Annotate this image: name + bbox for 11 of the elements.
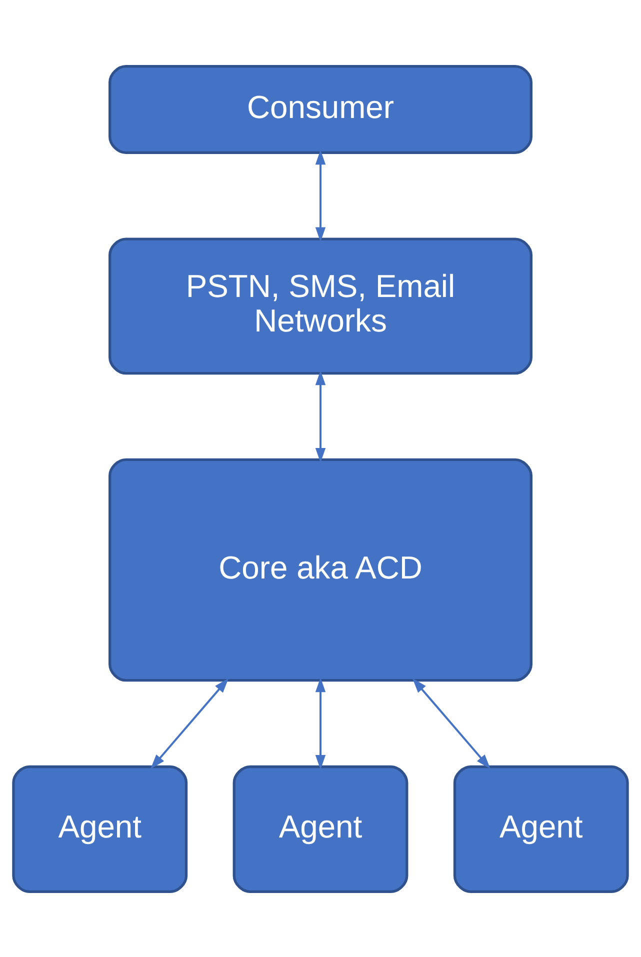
node-box: Core aka ACD <box>108 458 532 682</box>
node-box: Agent <box>232 764 408 893</box>
arrow <box>412 678 490 768</box>
node-box: Agent <box>12 764 188 893</box>
node-box: PSTN, SMS, Email Networks <box>108 237 532 374</box>
node-box: Agent <box>453 764 629 893</box>
arrow <box>315 149 326 242</box>
arrow <box>150 678 229 768</box>
arrow <box>315 677 326 770</box>
node-box: Consumer <box>108 64 532 154</box>
arrow <box>315 370 326 462</box>
